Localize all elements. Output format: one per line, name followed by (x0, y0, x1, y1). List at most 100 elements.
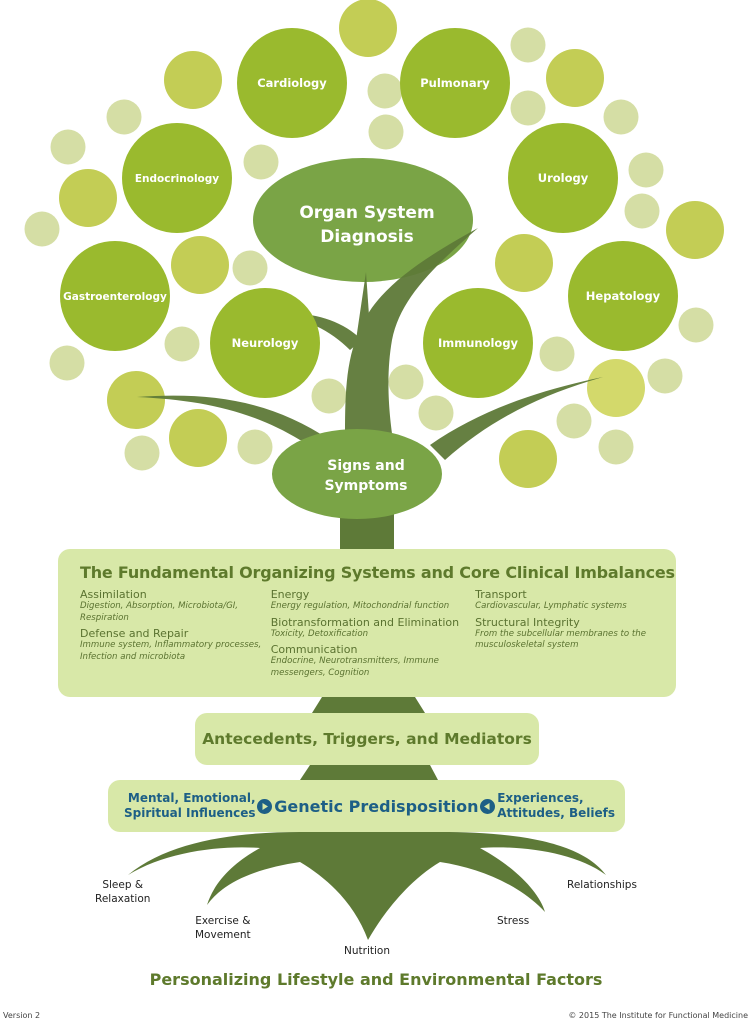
organ-circle (122, 123, 232, 233)
arrow-right-circle-icon (257, 798, 273, 814)
signs-symptoms-line2: Symptoms (324, 478, 407, 494)
system-name: Communication (270, 643, 358, 656)
system-name: Energy (270, 588, 310, 601)
organ-system-immunology: Immunology (423, 288, 533, 398)
small-leaf-circle (510, 27, 546, 63)
small-leaf-circle (311, 378, 347, 414)
small-leaf-circle (164, 326, 200, 362)
antecedents-box: Antecedents, Triggers, and Mediators (195, 713, 539, 765)
small-leaf-circle (603, 99, 639, 135)
system-name: Transport (475, 588, 527, 601)
organ-system-diagnosis-ellipse (253, 158, 473, 282)
sleep-line2: Relaxation (95, 893, 151, 905)
small-leaf-circle (624, 193, 660, 229)
medium-leaf-circle (339, 0, 397, 57)
systems-column-3: Transport Cardiovascular, Lymphatic syst… (475, 588, 660, 682)
small-leaf-circle (232, 250, 268, 286)
root-label-stress: Stress (497, 915, 530, 927)
organ-label: Cardiology (257, 76, 327, 90)
organ-label: Immunology (438, 336, 519, 350)
medium-leaf-circle (495, 234, 553, 292)
small-leaf-circle (539, 336, 575, 372)
organ-circle (400, 28, 510, 138)
genetic-predisposition-box: Mental, Emotional, Spiritual Influences … (108, 780, 625, 832)
organ-system-gastroenterology: Gastroenterology (60, 241, 170, 351)
medium-leaf-circle (546, 49, 604, 107)
system-description: Endocrine, Neurotransmitters, Immune mes… (270, 656, 439, 678)
organ-circle (423, 288, 533, 398)
signs-symptoms-ellipse (272, 429, 442, 519)
small-leaf-circle (50, 129, 86, 165)
exercise-line2: Movement (195, 929, 251, 941)
medium-leaf-circle (499, 430, 557, 488)
small-leaf-circle (367, 73, 403, 109)
medium-leaf-circle (59, 169, 117, 227)
systems-column-2: Energy Energy regulation, Mitochondrial … (271, 588, 475, 682)
small-leaf-circle (388, 364, 424, 400)
medium-leaf-circle (666, 201, 724, 259)
organ-circle (508, 123, 618, 233)
small-leaf-circle (556, 403, 592, 439)
organ-system-pulmonary: Pulmonary (400, 28, 510, 138)
root-label-sleep: Sleep & Relaxation (95, 878, 150, 906)
systems-column-1: Assimilation Digestion, Absorption, Micr… (80, 588, 271, 682)
organ-circle (237, 28, 347, 138)
organ-label: Endocrinology (135, 173, 219, 185)
small-leaf-circle (628, 152, 664, 188)
organ-system-urology: Urology (508, 123, 618, 233)
system-description: Toxicity, Detoxification (270, 628, 369, 639)
root-label-relationships: Relationships (567, 879, 637, 891)
mental-emotional-label: Mental, Emotional, Spiritual Influences (124, 791, 256, 821)
experiences-label: Experiences, Attitudes, Beliefs (497, 791, 615, 821)
small-leaf-circle (243, 144, 279, 180)
small-leaf-circle (418, 395, 454, 431)
small-circle-group (24, 27, 714, 471)
root-label-exercise: Exercise & Movement (195, 914, 251, 942)
organ-diagnosis-line1: Organ System (299, 203, 434, 223)
small-leaf-circle (49, 345, 85, 381)
genetic-predisposition-title: Genetic Predisposition (274, 796, 479, 816)
tree-branches (137, 228, 603, 460)
organ-system-hepatology: Hepatology (568, 241, 678, 351)
mental-line2: Spiritual Influences (124, 806, 256, 820)
root-label-nutrition: Nutrition (344, 945, 390, 957)
small-leaf-circle (598, 429, 634, 465)
system-description: Immune system, Inflammatory processes, I… (80, 640, 262, 662)
system-name: Assimilation (80, 588, 147, 601)
system-name: Structural Integrity (475, 615, 580, 629)
copyright-label: © 2015 The Institute for Functional Medi… (568, 1011, 748, 1020)
version-label: Version 2 (3, 1011, 41, 1020)
medium-circle-group (59, 0, 724, 488)
fundamental-systems-title: The Fundamental Organizing Systems and C… (80, 563, 675, 582)
experiences-line1: Experiences, (497, 791, 584, 805)
organ-circle (568, 241, 678, 351)
organ-label: Neurology (232, 336, 299, 350)
small-leaf-circle (24, 211, 60, 247)
organ-system-cardiology: Cardiology (237, 28, 347, 138)
organ-system-neurology: Neurology (210, 288, 320, 398)
system-description: Energy regulation, Mitochondrial functio… (270, 601, 450, 611)
system-description: Cardiovascular, Lymphatic systems (475, 601, 627, 611)
organ-label: Pulmonary (420, 76, 490, 90)
organ-label: Urology (538, 171, 589, 185)
small-leaf-circle (106, 99, 142, 135)
small-leaf-circle (678, 307, 714, 343)
organ-system-endocrinology: Endocrinology (122, 123, 232, 233)
system-name: Defense and Repair (80, 627, 189, 640)
system-description: Digestion, Absorption, Microbiota/GI, Re… (80, 601, 239, 623)
organ-circle (60, 241, 170, 351)
medium-leaf-circle (169, 409, 227, 467)
exercise-line1: Exercise & (195, 915, 251, 927)
small-leaf-circle (368, 114, 404, 150)
lifestyle-factors-title: Personalizing Lifestyle and Environmenta… (149, 970, 603, 989)
medium-leaf-circle (587, 359, 645, 417)
organ-circle (210, 288, 320, 398)
system-name: Biotransformation and Elimination (270, 615, 460, 629)
tree-roots (128, 832, 606, 940)
medium-leaf-circle (171, 236, 229, 294)
medium-leaf-circle (164, 51, 222, 109)
experiences-line2: Attitudes, Beliefs (497, 806, 615, 820)
sleep-line1: Sleep & (102, 879, 144, 891)
small-leaf-circle (510, 90, 546, 126)
